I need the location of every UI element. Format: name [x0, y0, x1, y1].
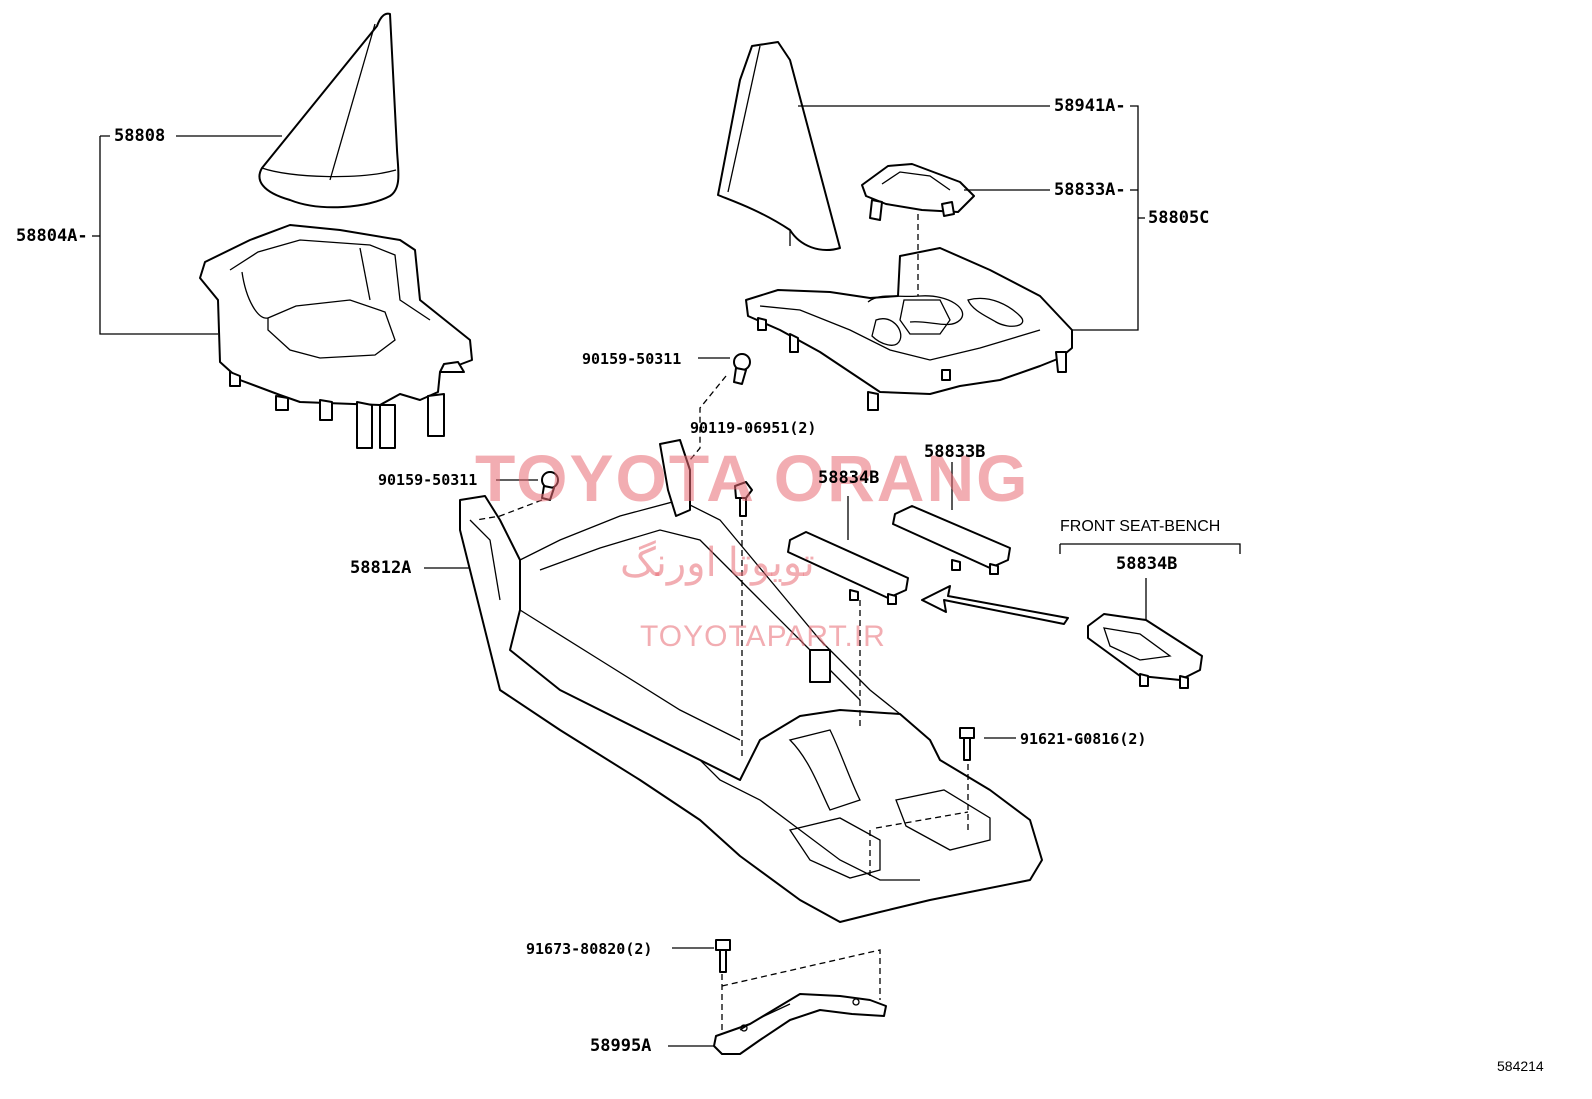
- label-91621[interactable]: 91621-G0816(2): [1020, 730, 1147, 748]
- cover-58834B: [787, 531, 909, 605]
- shift-boot-right: [717, 41, 841, 251]
- clip-90119: [734, 481, 753, 517]
- shift-boot-left: [258, 12, 400, 209]
- shift-insert-58833A: [861, 163, 975, 221]
- label-58805C[interactable]: 58805C: [1148, 208, 1210, 228]
- note-front-seat-bench: FRONT SEAT-BENCH: [1060, 518, 1221, 535]
- screw-91621: [959, 727, 975, 761]
- label-58804A[interactable]: 58804A-: [16, 226, 88, 246]
- label-90159-mid[interactable]: 90159-50311: [378, 471, 478, 489]
- screw-90159-mid: [541, 471, 559, 501]
- label-90159-top[interactable]: 90159-50311: [582, 350, 682, 368]
- label-58995A[interactable]: 58995A: [590, 1036, 652, 1056]
- label-58834B[interactable]: 58834B: [818, 468, 880, 488]
- label-91673[interactable]: 91673-80820(2): [526, 940, 653, 958]
- console-bezel-right: [745, 247, 1073, 411]
- console-body: [459, 439, 1043, 923]
- watermark-persian: تویوتا اورنگ: [620, 541, 815, 585]
- leader-lines: [92, 105, 1241, 1047]
- label-58833A[interactable]: 58833A-: [1054, 180, 1126, 200]
- label-58833B[interactable]: 58833B: [924, 442, 986, 462]
- bracket-58995A: [713, 993, 887, 1055]
- watermark-site: TOYOTAPART.IR: [640, 620, 886, 653]
- cover-58834B-bench: [1087, 613, 1203, 689]
- label-90119[interactable]: 90119-06951(2): [690, 419, 817, 437]
- screw-90159-top: [733, 353, 751, 385]
- cover-58833B: [892, 505, 1011, 575]
- screw-91673: [715, 939, 731, 973]
- assembly-lines: [475, 214, 969, 1034]
- console-bezel-left: [199, 224, 473, 449]
- label-58941A[interactable]: 58941A-: [1054, 96, 1126, 116]
- diagram-code: 584214: [1497, 1058, 1544, 1074]
- label-58812A[interactable]: 58812A: [350, 558, 412, 578]
- label-58834B-bench[interactable]: 58834B: [1116, 554, 1178, 574]
- label-58808[interactable]: 58808: [114, 126, 166, 146]
- watermark-brand: TOYOTA ORANG: [475, 441, 1030, 515]
- direction-arrow: [921, 585, 1069, 625]
